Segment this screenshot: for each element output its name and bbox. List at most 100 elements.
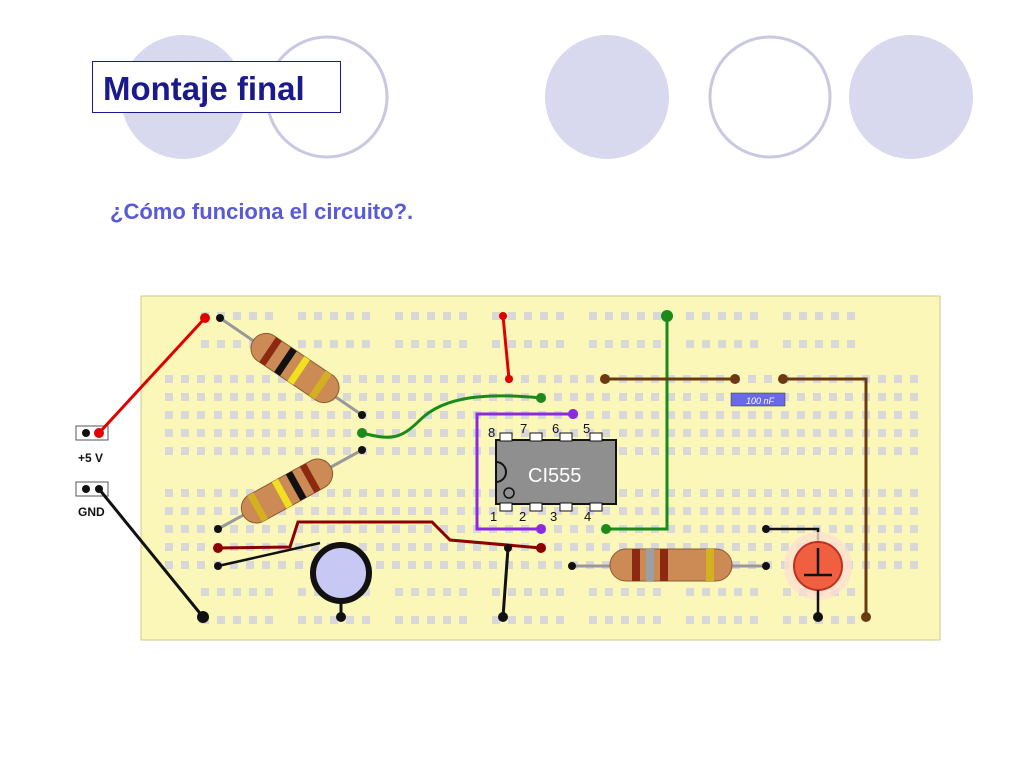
breadboard-hole [214, 375, 222, 383]
resistor-2 [214, 446, 366, 533]
breadboard-hole [492, 616, 500, 624]
wire-end [661, 310, 673, 322]
breadboard-hole [440, 489, 448, 497]
breadboard-hole [295, 411, 303, 419]
breadboard-hole [424, 429, 432, 437]
breadboard-hole [230, 429, 238, 437]
breadboard-hole [540, 340, 548, 348]
breadboard-hole [910, 375, 918, 383]
breadboard-hole [702, 340, 710, 348]
breadboard-hole [489, 375, 497, 383]
breadboard-hole [359, 375, 367, 383]
breadboard-hole [570, 429, 578, 437]
breadboard-hole [764, 543, 772, 551]
breadboard-hole [748, 543, 756, 551]
wire-end [568, 409, 578, 419]
breadboard-hole [635, 489, 643, 497]
breadboard-hole [408, 525, 416, 533]
breadboard-hole [181, 429, 189, 437]
breadboard-hole [214, 411, 222, 419]
breadboard-hole [181, 543, 189, 551]
breadboard-hole [686, 340, 694, 348]
breadboard-hole [845, 543, 853, 551]
breadboard-hole [165, 525, 173, 533]
breadboard-hole [197, 561, 205, 569]
breadboard-hole [797, 447, 805, 455]
breadboard-hole [311, 507, 319, 515]
breadboard-hole [346, 340, 354, 348]
ic-label: CI555 [528, 465, 581, 487]
breadboard-hole [554, 525, 562, 533]
breadboard-hole [217, 616, 225, 624]
breadboard-hole [346, 616, 354, 624]
breadboard-hole [295, 393, 303, 401]
breadboard-hole [716, 393, 724, 401]
breadboard-hole [700, 393, 708, 401]
breadboard-hole [621, 340, 629, 348]
breadboard-hole [570, 525, 578, 533]
breadboard-hole [330, 312, 338, 320]
breadboard-hole [700, 411, 708, 419]
breadboard-hole [619, 507, 627, 515]
breadboard-hole [314, 340, 322, 348]
breadboard-hole [197, 411, 205, 419]
breadboard-hole [201, 340, 209, 348]
wire-end [762, 525, 770, 533]
breadboard-hole [197, 393, 205, 401]
breadboard-hole [343, 393, 351, 401]
breadboard-hole [343, 429, 351, 437]
breadboard-hole [376, 543, 384, 551]
breadboard-hole [181, 561, 189, 569]
breadboard-hole [508, 588, 516, 596]
breadboard-hole [894, 525, 902, 533]
breadboard-hole [605, 312, 613, 320]
breadboard-hole [392, 447, 400, 455]
breadboard-hole [847, 340, 855, 348]
breadboard-hole [878, 429, 886, 437]
breadboard-hole [165, 429, 173, 437]
breadboard-hole [700, 429, 708, 437]
breadboard-hole [651, 507, 659, 515]
wire-end [536, 543, 546, 553]
breadboard-hole [165, 543, 173, 551]
breadboard-hole [554, 561, 562, 569]
breadboard-hole [217, 340, 225, 348]
breadboard-hole [878, 489, 886, 497]
breadboard-hole [894, 447, 902, 455]
resistor-3 [568, 548, 770, 582]
breadboard-hole [424, 525, 432, 533]
breadboard-hole [570, 375, 578, 383]
breadboard-hole [359, 525, 367, 533]
breadboard-hole [602, 507, 610, 515]
breadboard-hole [298, 616, 306, 624]
breadboard-hole [505, 561, 513, 569]
breadboard-hole [667, 507, 675, 515]
breadboard-hole [524, 340, 532, 348]
breadboard-hole [602, 411, 610, 419]
breadboard-hole [330, 616, 338, 624]
brown-wire [783, 377, 868, 617]
breadboard-hole [457, 375, 465, 383]
breadboard-hole [197, 375, 205, 383]
breadboard-hole [246, 561, 254, 569]
breadboard-hole [783, 616, 791, 624]
breadboard-hole [459, 312, 467, 320]
wire-end [94, 428, 104, 438]
breadboard-hole [894, 507, 902, 515]
breadboard-hole [781, 411, 789, 419]
wire-end [601, 524, 611, 534]
wire-end [505, 375, 513, 383]
breadboard-hole [732, 525, 740, 533]
breadboard-hole [411, 340, 419, 348]
breadboard-hole [683, 543, 691, 551]
breadboard-hole [589, 340, 597, 348]
breadboard-hole [910, 489, 918, 497]
breadboard-hole [683, 507, 691, 515]
breadboard-hole [667, 525, 675, 533]
breadboard-hole [586, 543, 594, 551]
breadboard-hole [878, 375, 886, 383]
ground-wire-black [97, 488, 205, 618]
wire-end [730, 374, 740, 384]
breadboard-hole [718, 340, 726, 348]
